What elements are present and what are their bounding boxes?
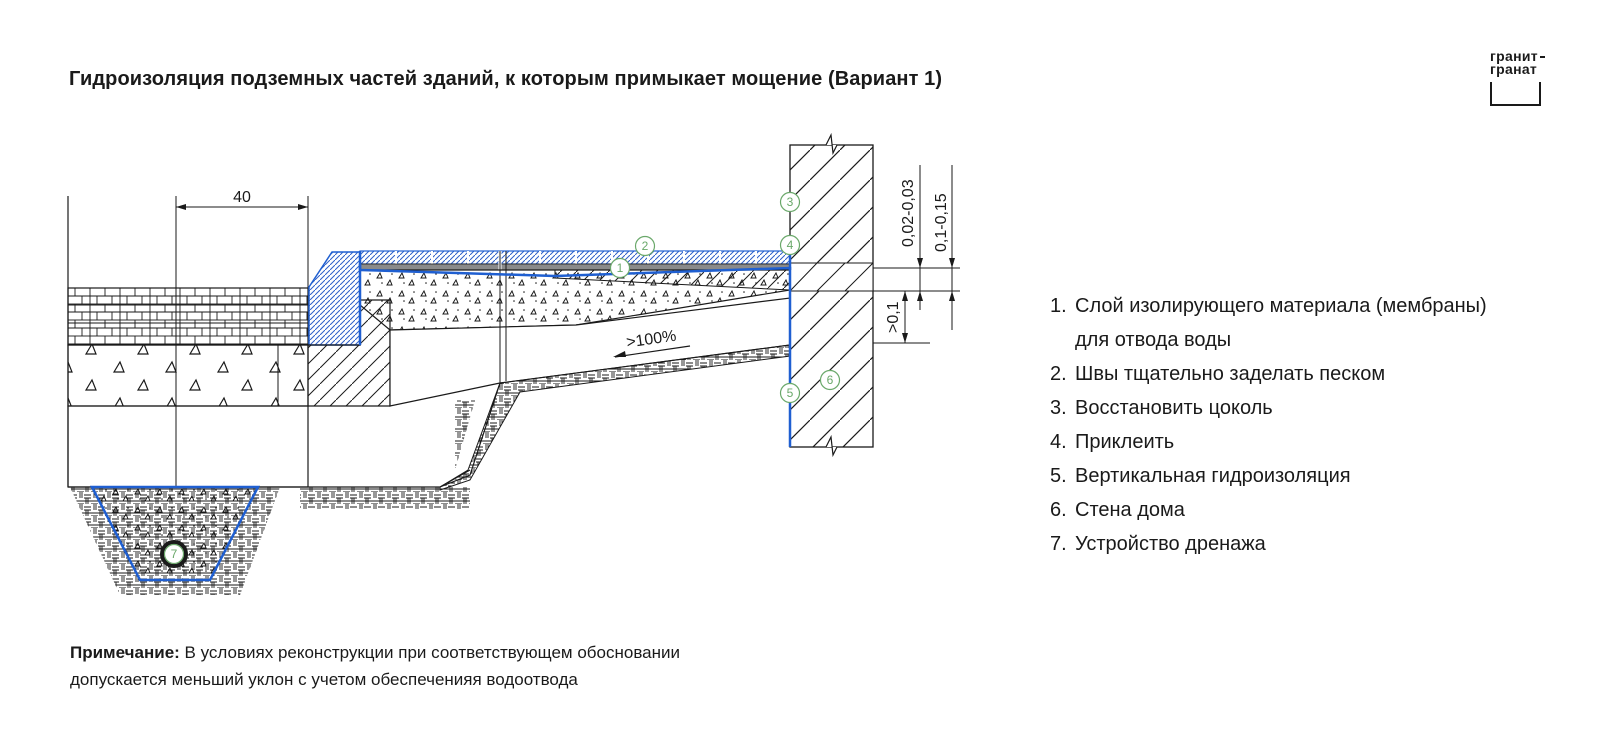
paving-tiles — [359, 250, 791, 271]
legend-item-number: 3. — [1050, 397, 1067, 419]
callout-5-label: 5 — [787, 386, 794, 400]
slope-indicator: >100% — [613, 328, 691, 358]
legend-item-5: 5. Вертикальная гидроизоляция — [1050, 459, 1487, 493]
callout-7-circle — [163, 543, 185, 565]
legend-item-2: 2. Швы тщательно заделать песком — [1050, 357, 1487, 391]
dim-label-gt-01: >0,1 — [885, 301, 902, 333]
callout-3-label: 3 — [787, 195, 794, 209]
logo-line-1: гранит — [1490, 48, 1538, 64]
legend-item-4: 4. Приклеить — [1050, 425, 1487, 459]
legend-item-number: 4. — [1050, 431, 1067, 453]
legend-item-text: Швы тщательно заделать песком — [1075, 363, 1386, 385]
callout-7-label: 7 — [171, 547, 178, 561]
callout-4-circle — [779, 234, 801, 256]
callout-3-circle — [779, 191, 801, 213]
callout-2-circle — [634, 235, 656, 257]
legend-item-7: 7. Устройство дренажа — [1050, 527, 1487, 561]
height-dimensions: 0,02-0,03 0,1-0,15 >0,1 — [873, 165, 960, 344]
dim-label-01-015: 0,1-0,15 — [933, 193, 950, 252]
road-base — [67, 196, 309, 488]
curb — [308, 251, 361, 346]
note-label: Примечание: — [70, 643, 180, 662]
callout-6-circle — [819, 369, 841, 391]
house-wall — [789, 132, 874, 458]
note: Примечание: В условиях реконструкции при… — [70, 639, 680, 693]
brand-logo: гранит гранат — [1490, 48, 1546, 112]
callouts: 1 2 3 4 5 6 7 — [163, 191, 841, 565]
legend-item-number: 1. — [1050, 295, 1067, 317]
note-line-2: допускается меньший уклон с учетом обесп… — [70, 670, 578, 689]
legend-item-6: 6. Стена дома — [1050, 493, 1487, 527]
legend-item-1: 1. Слой изолирующего материала (мембраны)… — [1050, 289, 1487, 357]
legend-item-3: 3. Восстановить цоколь — [1050, 391, 1487, 425]
dimension-40-label: 40 — [233, 189, 251, 206]
legend-item-text: Восстановить цоколь — [1075, 397, 1273, 419]
dimension-40: 40 — [176, 189, 308, 210]
callout-4-label: 4 — [787, 238, 794, 252]
logo-tick — [1540, 56, 1545, 58]
legend-item-number: 2. — [1050, 363, 1067, 385]
logo-line-2: гранат — [1490, 61, 1538, 77]
callout-1-circle — [609, 257, 631, 279]
legend-item-number: 6. — [1050, 499, 1067, 521]
dim-label-002-003: 0,02-0,03 — [900, 179, 917, 247]
legend-item-text: Приклеить — [1075, 431, 1175, 453]
callout-1-label: 1 — [617, 261, 624, 275]
legend-item-text: Стена дома — [1075, 499, 1185, 521]
legend-item-text: Устройство дренажа — [1075, 533, 1266, 555]
page-title: Гидроизоляция подземных частей зданий, к… — [69, 68, 943, 90]
legend-item-text: Вертикальная гидроизоляция — [1075, 465, 1351, 487]
legend-item-text: Слой изолирующего материала (мембраны) — [1075, 295, 1487, 317]
callout-2-label: 2 — [642, 239, 649, 253]
legend-list: 1. Слой изолирующего материала (мембраны)… — [1050, 289, 1487, 561]
drainage-trench — [70, 485, 280, 595]
legend-item-text-cont: для отвода воды — [1075, 329, 1232, 351]
legend-item-number: 7. — [1050, 533, 1067, 555]
legend-item-number: 5. — [1050, 465, 1067, 487]
note-line-1: В условиях реконструкции при соответству… — [179, 643, 680, 662]
callout-6-label: 6 — [827, 373, 834, 387]
slope-label: >100% — [625, 328, 677, 352]
section-drawing: 40 >100% — [67, 132, 960, 595]
logo-bracket — [1490, 82, 1541, 106]
callout-5-circle — [779, 382, 801, 404]
